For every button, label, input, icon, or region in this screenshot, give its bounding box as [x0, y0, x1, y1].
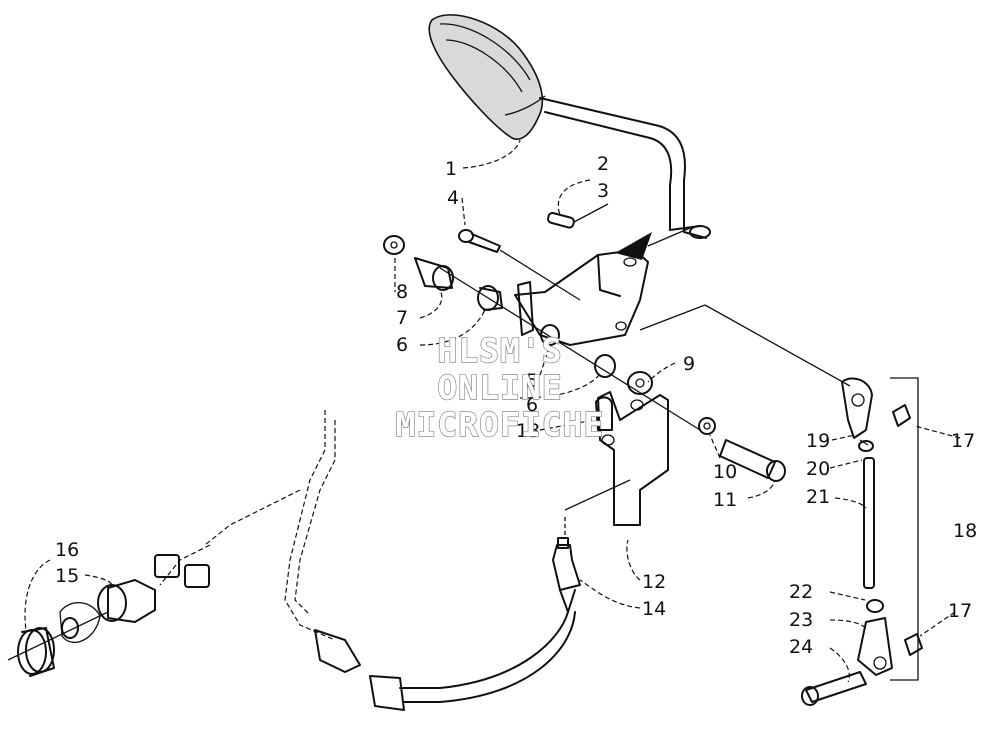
- shift-lever[interactable]: [428, 14, 711, 239]
- callout-11: 11: [713, 489, 737, 511]
- pivot-pin[interactable]: [719, 439, 786, 482]
- callout-15: 15: [55, 565, 79, 587]
- callout-13: 13: [516, 420, 540, 442]
- bushing-6[interactable]: [477, 285, 503, 311]
- callout-21: 21: [806, 486, 830, 508]
- view-arrow-icon: [615, 227, 691, 260]
- clip-13[interactable]: [595, 396, 613, 431]
- callout-5: 5: [526, 370, 538, 392]
- callout-16: 16: [55, 539, 79, 561]
- lock-washer[interactable]: [698, 417, 716, 435]
- watermark-line-2: ONLINE: [437, 368, 562, 407]
- callout-17a: 17: [951, 430, 975, 452]
- callout-23: 23: [789, 609, 813, 631]
- callout-22: 22: [789, 581, 813, 603]
- bushing-6b[interactable]: [594, 354, 616, 378]
- shift-arm[interactable]: [597, 391, 669, 526]
- wire-harness: [154, 410, 361, 673]
- callout-4: 4: [447, 187, 459, 209]
- callout-2: 2: [597, 153, 609, 175]
- callout-20: 20: [806, 458, 830, 480]
- bushing-7[interactable]: [414, 257, 454, 291]
- callout-7: 7: [396, 307, 408, 329]
- pin-bolt[interactable]: [547, 203, 609, 229]
- linkage-assembly[interactable]: [801, 377, 923, 706]
- callout-19: 19: [806, 430, 830, 452]
- bezel-ring[interactable]: [7, 611, 109, 677]
- watermark: HLSM'S ONLINE MICROFICHE: [395, 330, 605, 444]
- callout-6b: 6: [526, 394, 538, 416]
- callout-14: 14: [642, 598, 666, 620]
- callout-6a: 6: [396, 334, 408, 356]
- watermark-line-3: MICROFICHE: [396, 405, 605, 444]
- callouts: 1 2 3 4 5 6 6 7 8 9 10 11 12 13 14 15 16…: [55, 153, 977, 658]
- callout-18: 18: [953, 520, 977, 542]
- reverse-switch[interactable]: [369, 537, 581, 711]
- callout-10: 10: [713, 461, 737, 483]
- callout-3: 3: [597, 180, 609, 202]
- callout-17b: 17: [948, 600, 972, 622]
- washer-8[interactable]: [383, 235, 405, 255]
- indicator-light[interactable]: [59, 579, 156, 644]
- watermark-line-1: HLSM'S: [437, 331, 562, 370]
- callout-12: 12: [642, 571, 666, 593]
- leader-lines: [24, 139, 961, 683]
- bolt-4[interactable]: [458, 229, 581, 301]
- callout-24: 24: [789, 636, 813, 658]
- callout-9: 9: [683, 353, 695, 375]
- bracket-18: [890, 377, 919, 681]
- callout-8: 8: [396, 281, 408, 303]
- washer-9[interactable]: [627, 371, 653, 395]
- callout-1: 1: [445, 158, 457, 180]
